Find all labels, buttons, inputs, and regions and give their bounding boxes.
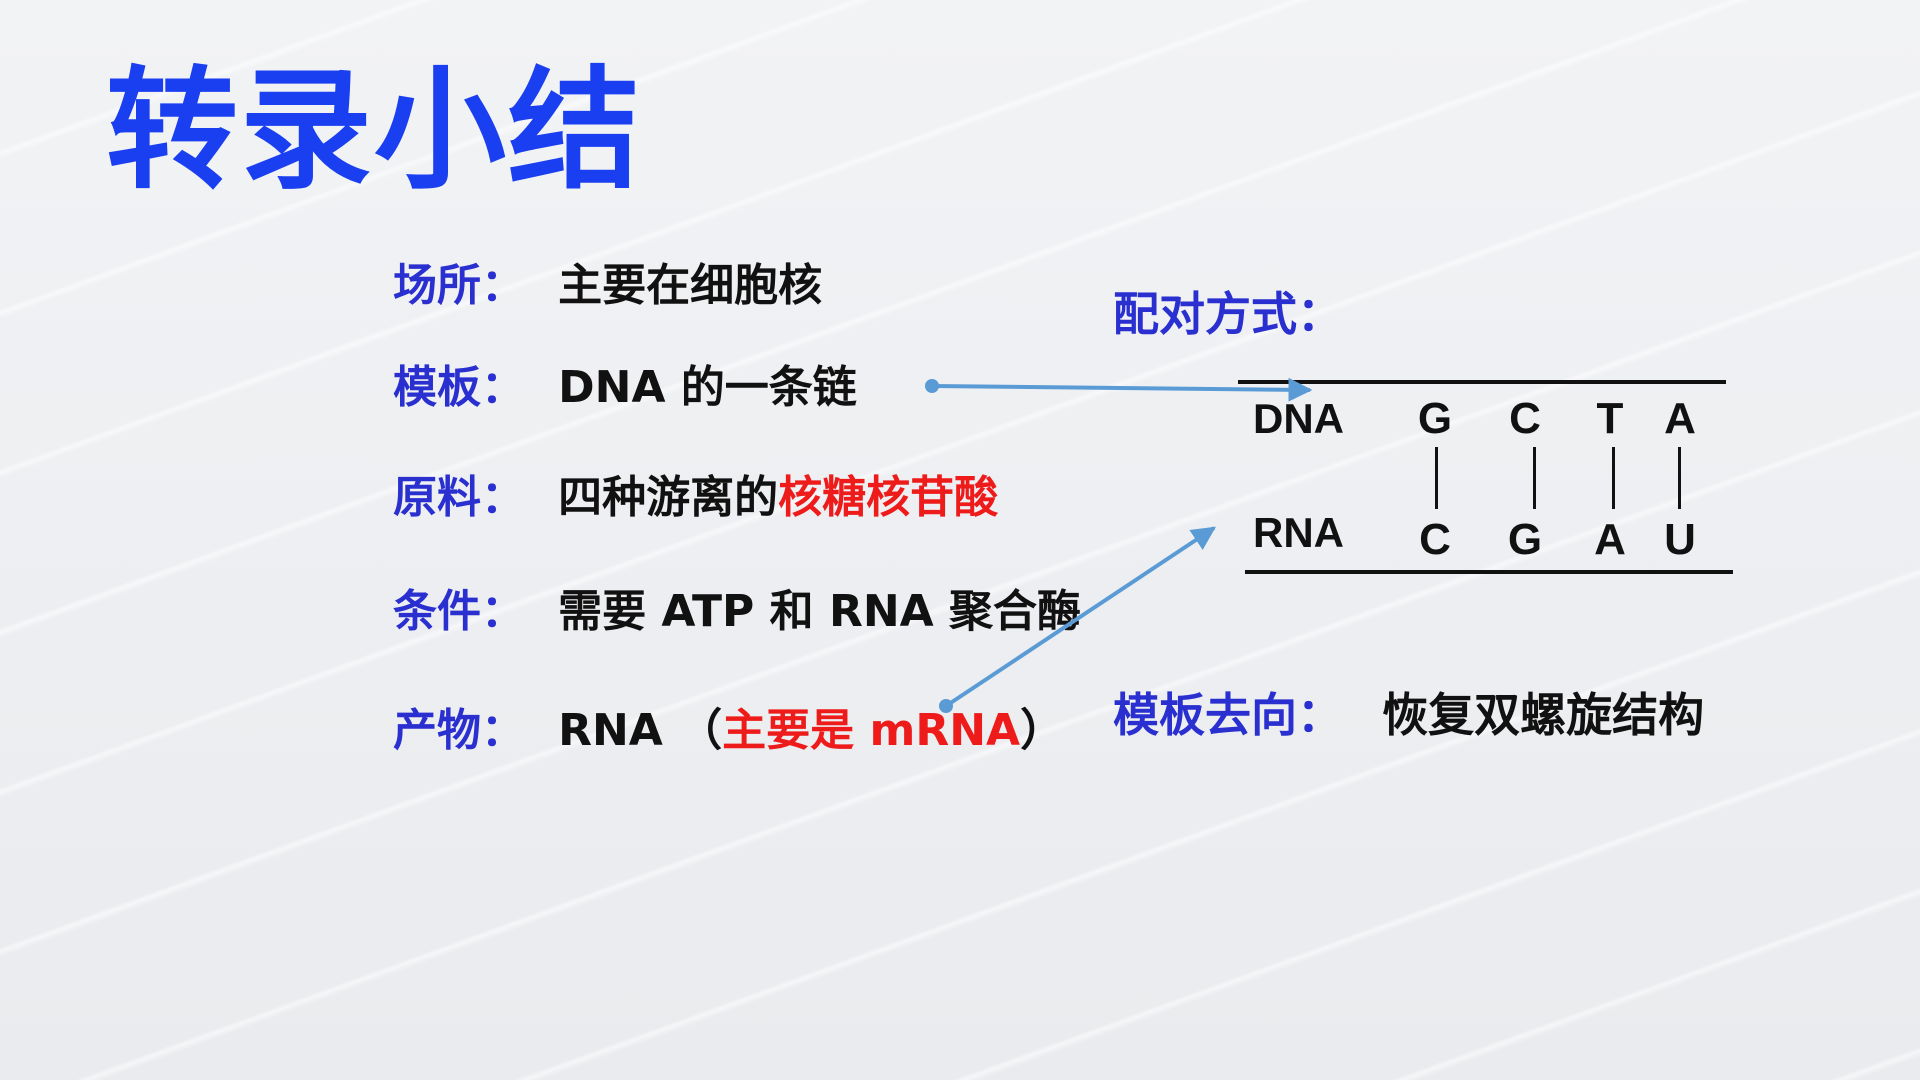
arrow-start-dot <box>925 379 939 393</box>
base-pair-bond <box>1678 447 1681 509</box>
rna-strand-line <box>1245 570 1733 574</box>
dna-base: C <box>1509 394 1541 443</box>
base-pair-bond <box>1435 447 1438 509</box>
value-text: 需要 ATP 和 RNA 聚合酶 <box>558 586 1082 637</box>
row-product: 产物： RNA （主要是 mRNA） <box>393 701 1064 761</box>
dna-base: A <box>1664 394 1696 443</box>
row-label: 模板： <box>393 362 525 413</box>
dna-strand-line <box>1238 380 1726 384</box>
rna-base: G <box>1507 515 1543 564</box>
row-value: DNA 的一条链 <box>558 358 857 418</box>
row-conditions: 条件： 需要 ATP 和 RNA 聚合酶 <box>393 582 1081 642</box>
value-text: 主要在细胞核 <box>558 260 823 311</box>
value-text: ） <box>1020 705 1065 756</box>
direction-value: 恢复双螺旋结构 <box>1382 688 1705 742</box>
row-template: 模板： DNA 的一条链 <box>393 358 857 418</box>
value-highlight: 主要是 mRNA <box>722 705 1021 756</box>
pairing-title: 配对方式： <box>1113 287 1343 341</box>
row-label: 条件： <box>393 586 525 637</box>
row-label: 产物： <box>393 705 525 756</box>
direction-label: 模板去向： <box>1113 688 1343 742</box>
row-label: 原料： <box>393 472 525 523</box>
row-value: RNA （主要是 mRNA） <box>558 701 1064 761</box>
row-location: 场所： 主要在细胞核 <box>393 256 822 316</box>
dna-base: T <box>1596 394 1624 443</box>
arrow-line <box>931 377 1313 402</box>
base-pair-bond <box>1612 447 1615 509</box>
rna-label: RNA <box>1253 509 1344 556</box>
rna-base-highlight: U <box>1664 515 1696 564</box>
row-value: 四种游离的核糖核苷酸 <box>558 468 998 528</box>
base-pair-bond <box>1533 447 1536 509</box>
value-text: 四种游离的 <box>558 472 779 523</box>
value-text: RNA （ <box>558 705 723 756</box>
rna-base: C <box>1419 515 1451 564</box>
row-label: 场所： <box>393 260 525 311</box>
value-text: DNA 的一条链 <box>558 362 857 413</box>
value-highlight: 核糖核苷酸 <box>778 472 999 523</box>
slide-title: 转录小结 <box>106 54 642 208</box>
rna-base: A <box>1594 515 1626 564</box>
row-materials: 原料： 四种游离的核糖核苷酸 <box>393 468 998 528</box>
row-value: 需要 ATP 和 RNA 聚合酶 <box>558 582 1081 642</box>
row-value: 主要在细胞核 <box>558 256 822 316</box>
template-direction: 模板去向： 恢复双螺旋结构 <box>1113 685 1704 745</box>
dna-base: G <box>1417 394 1453 443</box>
dna-label: DNA <box>1253 395 1344 442</box>
